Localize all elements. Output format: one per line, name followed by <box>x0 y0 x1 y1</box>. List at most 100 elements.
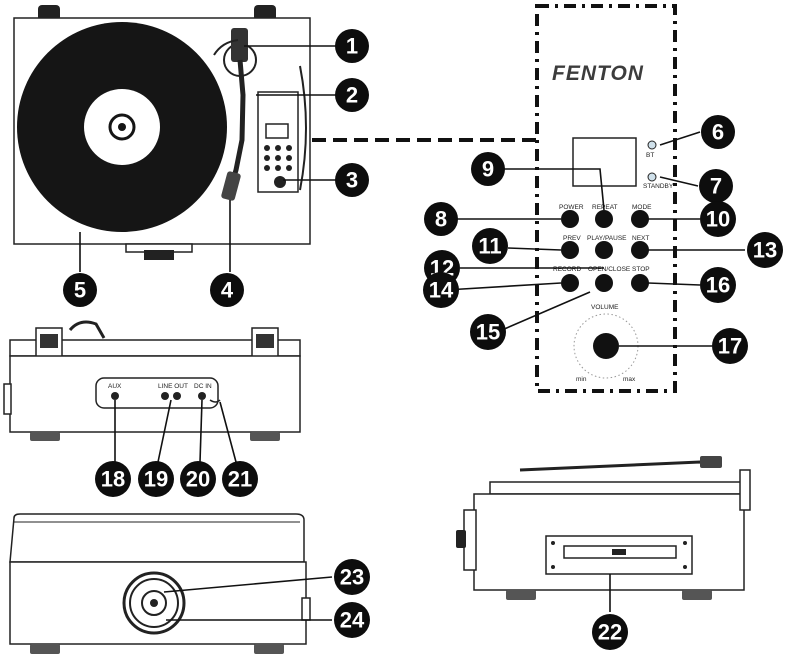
front-knob-center <box>150 599 158 607</box>
svg-text:5: 5 <box>74 278 86 303</box>
record-button[interactable] <box>561 274 579 292</box>
stop-label: STOP <box>632 266 650 273</box>
panel-outline <box>535 4 677 393</box>
headshell <box>221 171 241 201</box>
aux-jack[interactable] <box>111 392 119 400</box>
keypad <box>264 145 292 171</box>
svg-text:23: 23 <box>340 565 364 590</box>
volume-label: VOLUME <box>591 304 619 311</box>
svg-text:17: 17 <box>718 334 742 359</box>
side-counterweight <box>700 456 722 468</box>
min-label: min <box>576 376 587 383</box>
power-button[interactable] <box>561 210 579 228</box>
side-panel-right <box>739 469 751 511</box>
bt-led <box>647 140 657 150</box>
prev-label: PREV <box>563 235 581 242</box>
front-foot-left <box>30 644 60 654</box>
repeat-button[interactable] <box>595 210 613 228</box>
prev-button[interactable] <box>561 241 579 259</box>
play-pause-button[interactable] <box>595 241 613 259</box>
rear-foot-right <box>250 432 280 441</box>
cable-hook <box>209 399 221 403</box>
rear-side-tab <box>3 383 12 415</box>
svg-text:13: 13 <box>753 238 777 263</box>
display <box>265 123 289 139</box>
callout-22: 22 <box>592 614 628 650</box>
svg-text:21: 21 <box>228 467 252 492</box>
counterweight <box>231 28 248 62</box>
svg-text:22: 22 <box>598 620 622 645</box>
screw-tr <box>683 541 687 545</box>
side-foot-left <box>506 590 536 600</box>
callout-15: 15 <box>470 314 506 350</box>
svg-text:11: 11 <box>478 234 501 259</box>
open-close-label: OPEN/CLOSE <box>588 266 631 273</box>
callout-8: 8 <box>424 202 458 236</box>
volume-knob-top <box>274 176 286 188</box>
side-dustcover <box>489 481 747 495</box>
leader-lines <box>79 45 745 621</box>
volume-knob[interactable] <box>593 333 619 359</box>
control-panel: FENTON BT STANDBY POWER REPEAT MODE PREV… <box>535 4 677 393</box>
callout-5: 5 <box>63 273 97 307</box>
callout-9: 9 <box>471 152 505 186</box>
next-button[interactable] <box>631 241 649 259</box>
line-out-left-jack[interactable] <box>161 392 169 400</box>
screw-br <box>683 565 687 569</box>
svg-text:24: 24 <box>340 608 365 633</box>
record-label: RECORD <box>553 266 581 273</box>
brand-logo: FENTON <box>552 62 644 85</box>
callout-6: 6 <box>701 115 735 149</box>
mode-label: MODE <box>632 204 652 211</box>
panel-display <box>572 137 637 187</box>
rear-foot-inner <box>144 250 174 260</box>
callout-11: 11 <box>472 228 508 264</box>
next-label: NEXT <box>632 235 649 242</box>
callout-14: 14 <box>423 272 459 308</box>
repeat-label: REPEAT <box>592 204 618 211</box>
callout-21: 21 <box>222 461 258 497</box>
svg-text:16: 16 <box>706 273 730 298</box>
hinge-left <box>38 5 60 21</box>
svg-text:8: 8 <box>435 207 447 232</box>
rear-foot-left <box>30 432 60 441</box>
cd-slot-eject <box>612 549 626 555</box>
spindle <box>118 123 126 131</box>
callout-2: 2 <box>335 78 369 112</box>
callout-13: 13 <box>747 232 783 268</box>
label-ring <box>108 113 136 141</box>
callout-23: 23 <box>334 559 370 595</box>
standby-led <box>647 172 657 182</box>
side-foot-right <box>682 590 712 600</box>
screw-bl <box>551 565 555 569</box>
front-side-tab <box>301 597 311 621</box>
svg-text:15: 15 <box>476 320 500 345</box>
callout-18: 18 <box>95 461 131 497</box>
rear-view: AUX LINE OUT DC IN <box>3 320 301 441</box>
rear-hinge-cap-left <box>40 334 58 348</box>
screw-tl <box>551 541 555 545</box>
aux-label: AUX <box>108 383 122 390</box>
max-label: max <box>623 376 636 383</box>
control-unit <box>257 91 299 193</box>
rear-tonearm <box>68 320 106 339</box>
callout-badges: 1 2 3 4 5 6 7 9 8 10 11 12 13 14 16 15 1… <box>63 29 783 650</box>
dc-in-label: DC IN <box>194 383 212 390</box>
callout-17: 17 <box>712 328 748 364</box>
rear-io-plate <box>95 377 219 409</box>
mode-button[interactable] <box>631 210 649 228</box>
svg-text:2: 2 <box>346 83 358 108</box>
line-out-right-jack[interactable] <box>173 392 181 400</box>
callout-16: 16 <box>700 267 736 303</box>
svg-text:4: 4 <box>221 278 234 303</box>
hinge-right <box>254 5 276 21</box>
arm-rest <box>213 39 239 56</box>
stop-button[interactable] <box>631 274 649 292</box>
callout-3: 3 <box>335 163 369 197</box>
side-view <box>456 456 751 600</box>
rear-hinge-cap-right <box>256 334 274 348</box>
dc-in-jack[interactable] <box>198 392 206 400</box>
front-foot-right <box>254 644 284 654</box>
front-knob-inner-ring <box>129 578 179 628</box>
open-close-button[interactable] <box>595 274 613 292</box>
